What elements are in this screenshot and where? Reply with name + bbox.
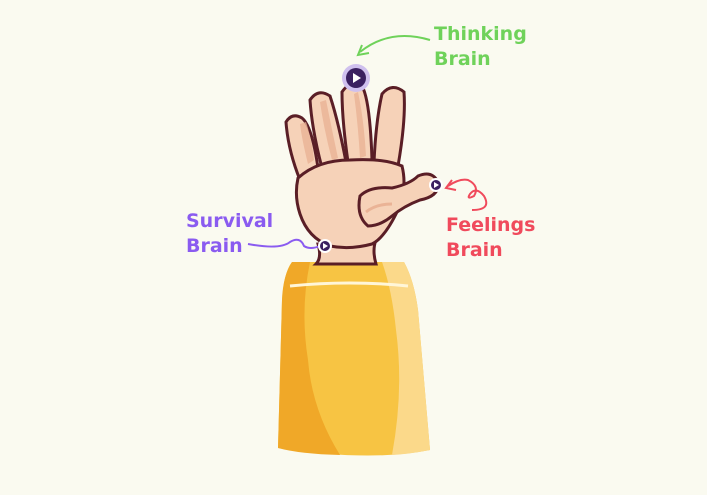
survival-brain-play-button[interactable] xyxy=(318,239,332,253)
survival-brain-label: Survival Brain xyxy=(186,209,273,259)
thinking-arrowhead-icon xyxy=(356,44,370,57)
thinking-brain-play-button[interactable] xyxy=(342,64,370,92)
feelings-brain-play-button[interactable] xyxy=(429,178,443,192)
thinking-brain-label: Thinking Brain xyxy=(434,22,527,72)
thinking-arrow-icon xyxy=(359,35,431,53)
survival-brain-label-line2: Brain xyxy=(186,235,243,257)
survival-curved-arrow-icon xyxy=(247,238,321,249)
feelings-brain-label-line1: Feelings xyxy=(446,214,536,236)
sleeve xyxy=(278,262,430,456)
pinky-finger xyxy=(284,114,320,183)
play-icon xyxy=(323,243,328,249)
thinking-brain-label-line2: Brain xyxy=(434,48,491,70)
play-icon xyxy=(434,182,439,188)
feelings-brain-label: Feelings Brain xyxy=(446,213,535,263)
feelings-brain-label-line2: Brain xyxy=(446,239,503,261)
index-finger xyxy=(372,86,406,168)
thumb xyxy=(357,172,440,228)
survival-brain-label-line1: Survival xyxy=(186,210,274,232)
thinking-brain-label-line1: Thinking xyxy=(434,23,527,45)
feelings-squiggle-icon xyxy=(447,178,488,211)
feelings-arrowhead-icon xyxy=(444,179,457,191)
play-icon xyxy=(353,73,361,83)
